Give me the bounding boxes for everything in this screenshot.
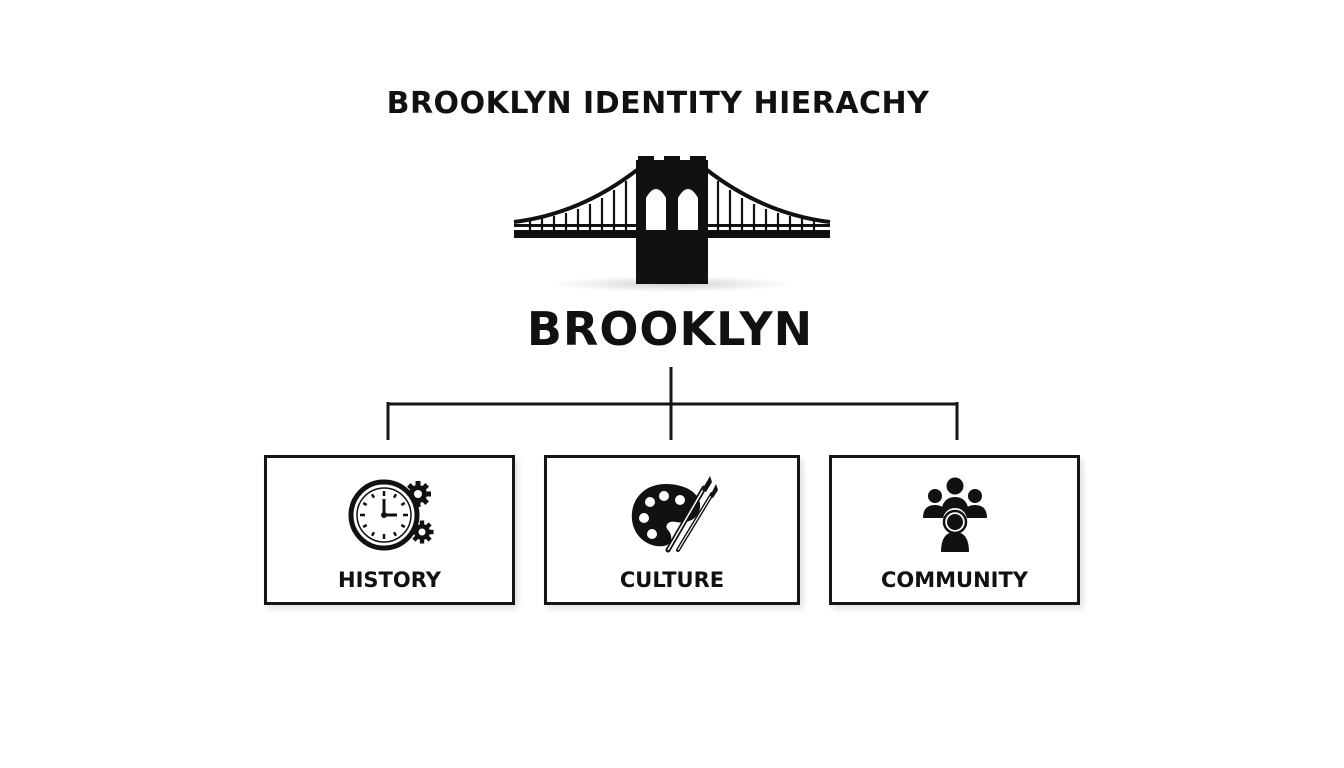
child-node-community: COMMUNITY [829, 455, 1080, 605]
people-group-icon [922, 477, 987, 552]
child-node-history: HISTORY [264, 455, 515, 605]
bridge-icon [513, 156, 831, 292]
paint-palette-icon [631, 476, 718, 553]
child-node-culture: CULTURE [544, 455, 800, 605]
child-node-label: HISTORY [338, 568, 441, 592]
diagram-title: BROOKLYN IDENTITY HIERACHY [386, 86, 930, 121]
root-node-label: BROOKLYN [526, 302, 814, 356]
child-node-label: CULTURE [619, 568, 725, 592]
child-node-label: COMMUNITY [880, 568, 1029, 592]
clock-gears-icon [348, 479, 433, 551]
